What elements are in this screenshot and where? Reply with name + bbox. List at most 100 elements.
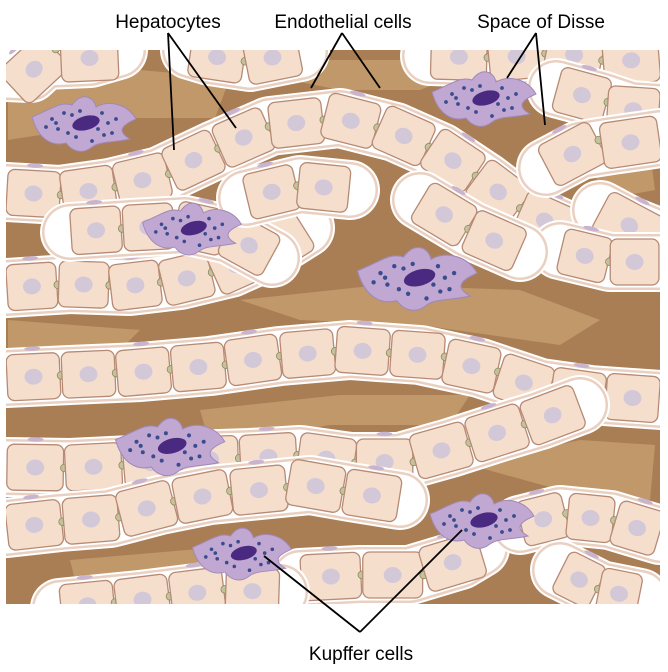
endothelial-cell-nucleus xyxy=(451,185,466,196)
hepatocyte xyxy=(516,492,571,547)
kupffer-granule xyxy=(128,448,133,453)
hepatocyte-nucleus xyxy=(134,363,153,380)
endothelial-cell-nucleus xyxy=(241,329,257,335)
hepatocyte-nucleus xyxy=(408,346,427,363)
hepatocyte-nucleus xyxy=(394,127,413,145)
endothelial-cell-nucleus xyxy=(27,437,44,442)
hepatocyte-nucleus xyxy=(133,591,152,604)
kupffer-granule xyxy=(410,261,415,267)
kupffer-granule xyxy=(462,86,466,90)
hepatocyte-plate xyxy=(6,455,430,558)
hepatocyte xyxy=(111,152,174,208)
endothelial-cell-nucleus xyxy=(86,200,103,205)
hepatocyte-nucleus xyxy=(250,482,268,499)
kupffer-granule xyxy=(504,518,508,522)
hepatocyte xyxy=(6,352,66,402)
endothelial-cell-nucleus xyxy=(185,562,202,568)
kupffer-granule xyxy=(114,117,118,121)
kupffer-granule xyxy=(510,106,514,110)
hepatocyte-nucleus xyxy=(193,488,212,505)
hepatocyte-nucleus xyxy=(287,114,306,132)
kupffer-granule xyxy=(224,560,229,565)
hepatocyte xyxy=(169,341,231,393)
hepatocyte-nucleus xyxy=(74,276,93,293)
endothelial-cell-nucleus xyxy=(552,125,567,134)
hepatocyte xyxy=(279,328,340,379)
hepatocyte-nucleus xyxy=(443,554,462,571)
endothelial-cell-nucleus xyxy=(131,478,148,485)
kupffer-granule xyxy=(405,291,411,296)
hepatocyte-nucleus xyxy=(341,112,360,129)
hepatocyte-nucleus xyxy=(621,134,640,151)
endothelial-cells-leader-line-2 xyxy=(341,32,381,89)
endothelial-cell-nucleus xyxy=(23,494,40,500)
hepatocyte xyxy=(115,480,179,537)
hepatocyte xyxy=(609,238,660,286)
hepatocyte-nucleus xyxy=(244,351,262,368)
hepatocyte-nucleus xyxy=(375,454,394,470)
hepatocyte-plate xyxy=(490,485,660,565)
endothelial-cell-nucleus xyxy=(258,426,275,432)
endothelial-cell-nucleus xyxy=(581,65,597,71)
endothelial-cell-nucleus xyxy=(368,465,385,471)
kupffer-granule xyxy=(159,222,164,227)
hepatocyte xyxy=(410,182,478,247)
leader-lines xyxy=(167,32,546,633)
kupffer-granule xyxy=(451,270,457,276)
hepatocyte-nucleus xyxy=(87,222,106,239)
kupffer-cell xyxy=(31,96,137,152)
kupffer-granule xyxy=(62,111,66,115)
hepatocyte xyxy=(6,168,66,219)
hepatocyte-nucleus xyxy=(623,389,642,407)
space-of-disse-leader-line-1 xyxy=(506,32,537,79)
kupffer-granule xyxy=(454,96,458,100)
kupffer-granule xyxy=(159,458,164,463)
hepatocyte xyxy=(115,346,176,397)
hepatocyte xyxy=(6,50,69,104)
endothelial-cell-nucleus xyxy=(583,225,599,232)
hepatocyte-nucleus xyxy=(25,516,44,533)
hepatocyte xyxy=(604,372,660,424)
endothelial-cell-nucleus xyxy=(76,575,93,580)
hepatocyte-plate xyxy=(216,155,380,228)
kupffer-granule xyxy=(228,543,233,548)
kupffer-granule xyxy=(474,110,478,114)
hepatocyte xyxy=(285,459,348,513)
kupffer-granule xyxy=(70,113,74,117)
hepatocyte-nucleus xyxy=(383,567,402,583)
hepatocyte xyxy=(461,210,527,272)
hepatocyte xyxy=(157,251,217,306)
kupffer-granule xyxy=(54,121,58,125)
hepatocyte-plate xyxy=(516,108,660,198)
hepatocyte-nucleus xyxy=(79,182,98,200)
kupffer-granule xyxy=(253,556,258,561)
kupffer-granule xyxy=(153,230,158,234)
endothelial-cells-leader-line-1 xyxy=(310,32,343,89)
hepatocyte xyxy=(296,161,352,213)
kupffer-cells-leader-line-1 xyxy=(263,555,361,633)
kupffer-granule xyxy=(201,439,206,444)
hepatocyte xyxy=(69,205,127,256)
hepatocyte-nucleus xyxy=(449,50,468,65)
kupffer-granule xyxy=(140,450,145,455)
kupffer-cell xyxy=(431,71,537,127)
kupffer-granule xyxy=(78,109,82,113)
hepatocyte-nucleus xyxy=(321,568,340,585)
hepatocyte xyxy=(161,129,226,191)
kupffer-granule xyxy=(178,218,183,223)
endothelial-cell-nucleus xyxy=(257,161,273,168)
kupffer-granule xyxy=(444,100,448,104)
endothelial-cell-nucleus xyxy=(584,550,599,559)
hepatocyte xyxy=(211,107,276,168)
hepatocyte-nucleus xyxy=(488,424,507,441)
kupffer-granule xyxy=(163,226,168,230)
hepatocyte-nucleus xyxy=(189,358,208,376)
kupffer-granule xyxy=(182,239,187,244)
hepatocyte-nucleus xyxy=(362,487,381,504)
kupffer-granule xyxy=(155,435,160,440)
kupffer-granule xyxy=(466,106,470,110)
kupffer-granule xyxy=(176,462,181,467)
kupffer-granule xyxy=(442,275,448,280)
kupffer-granule xyxy=(450,92,454,96)
hepatocyte xyxy=(61,494,124,545)
